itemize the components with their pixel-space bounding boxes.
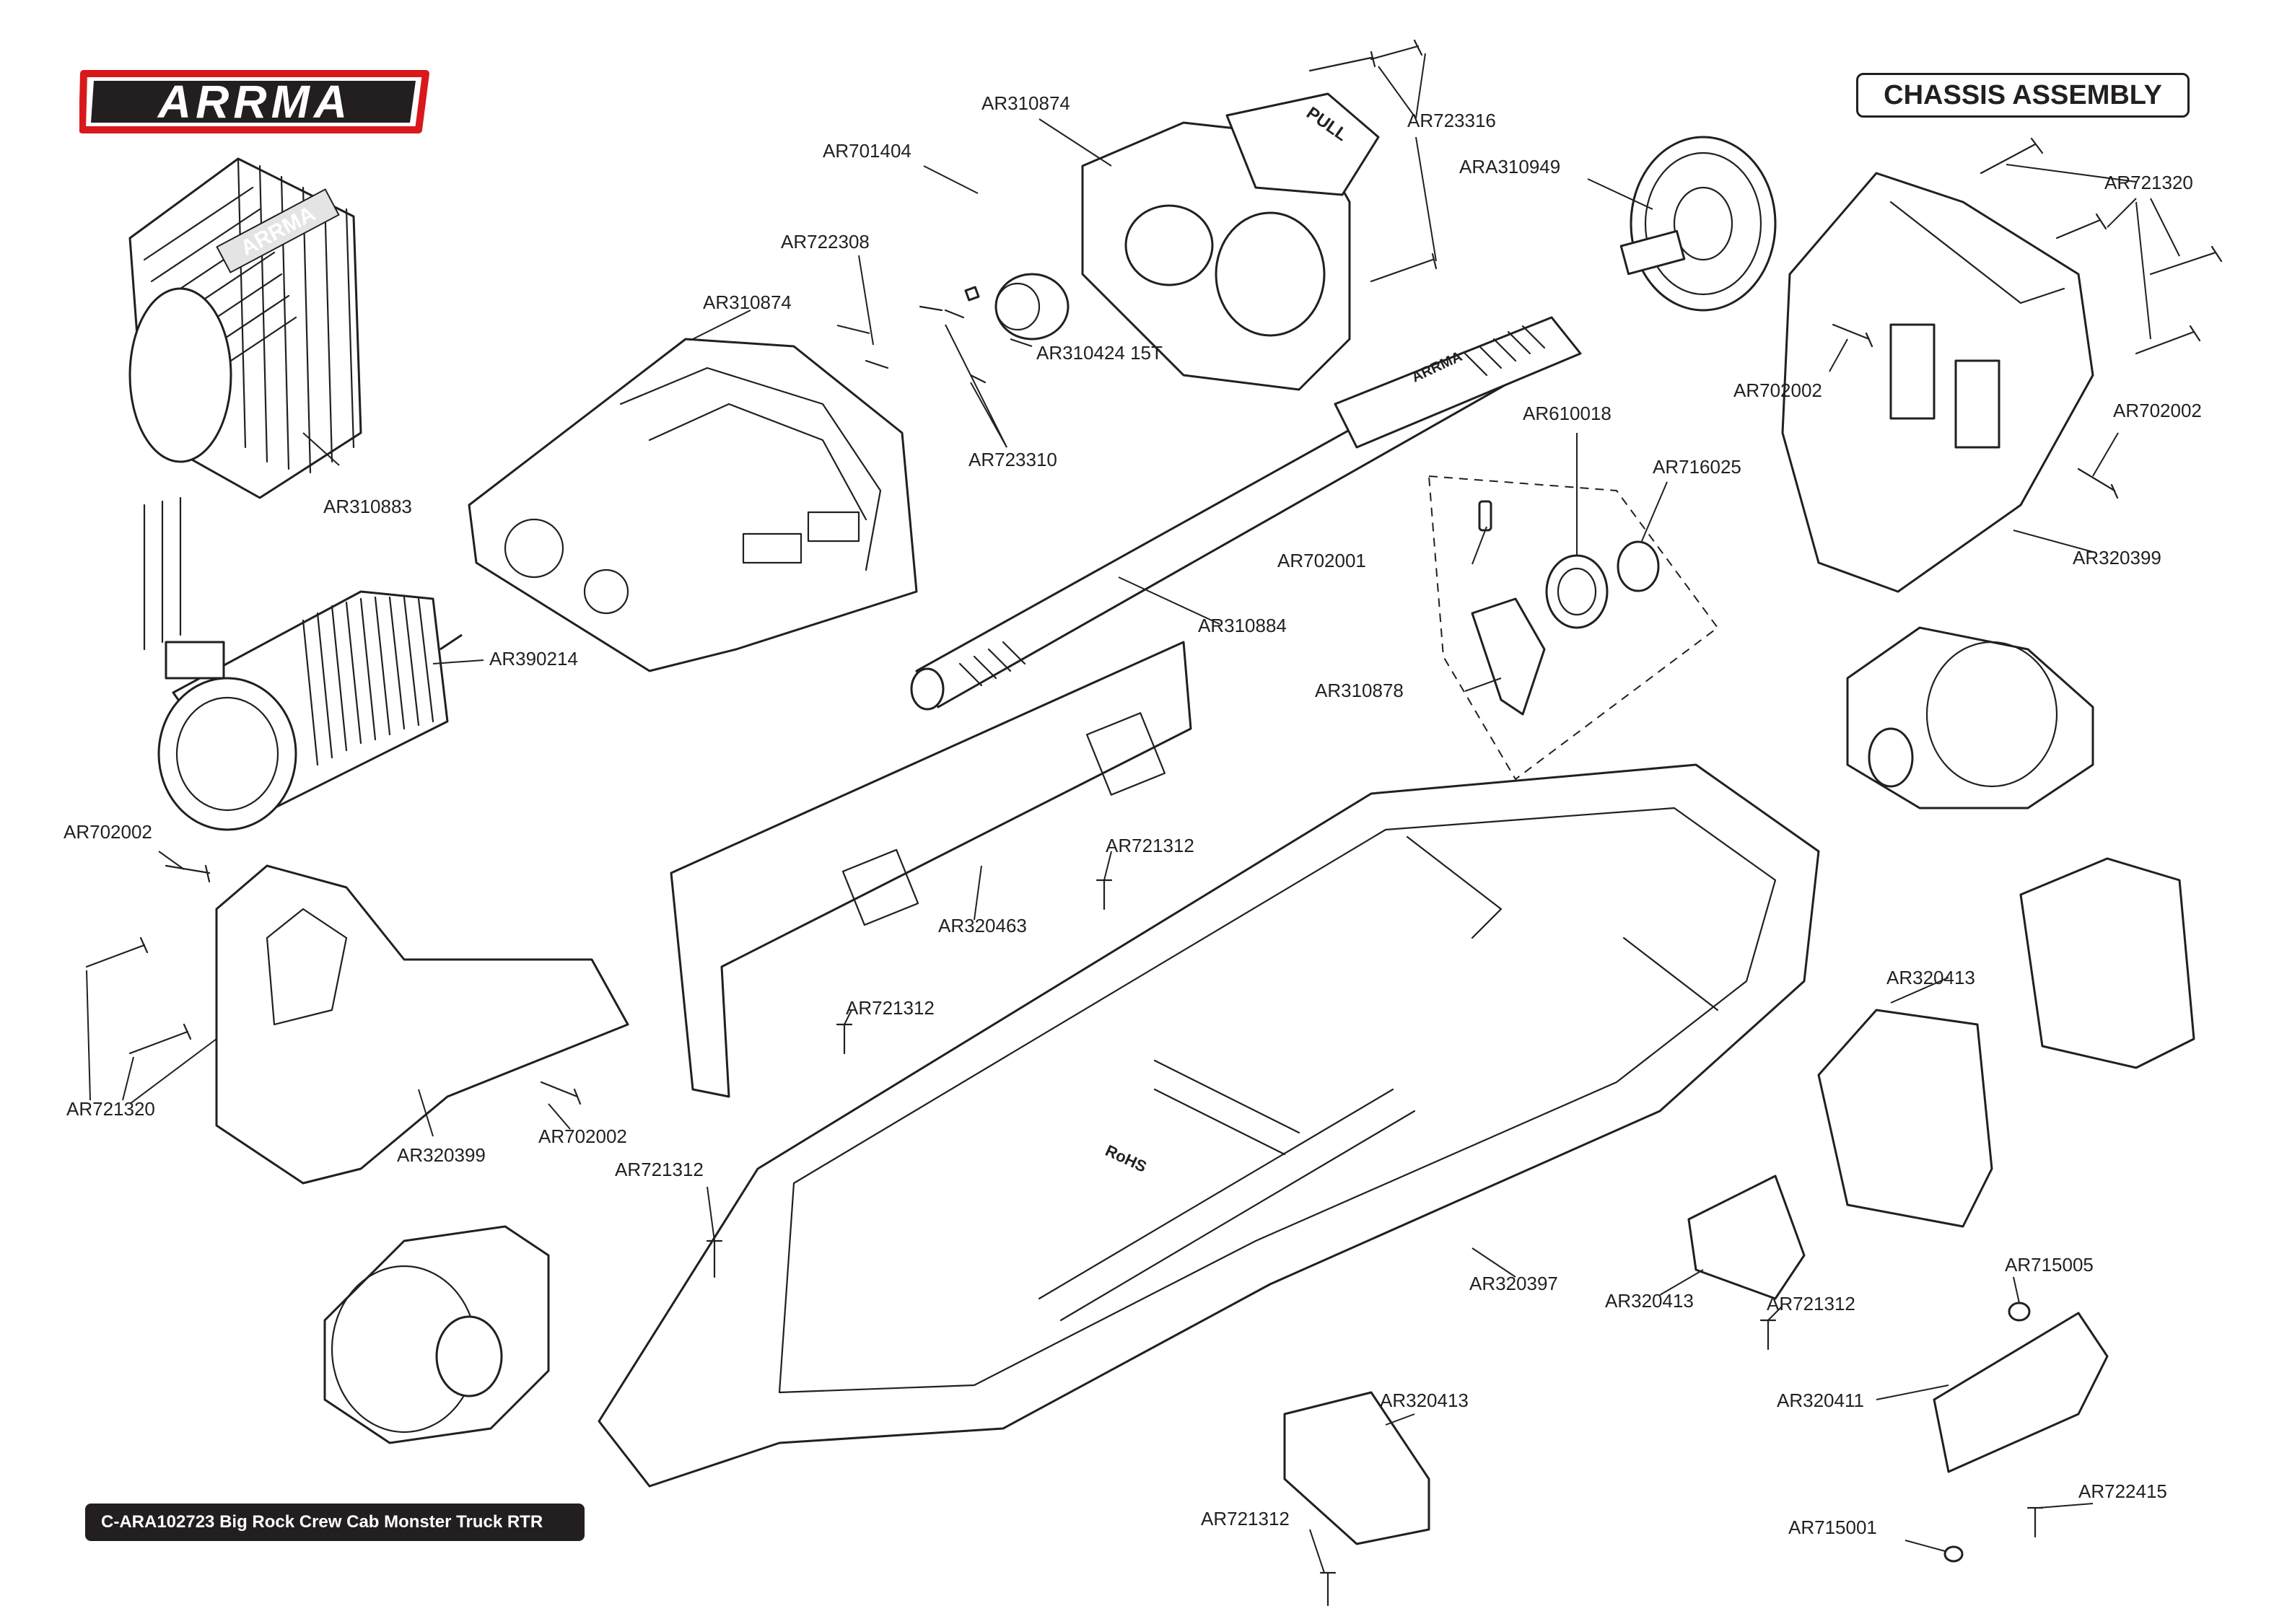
callout-ar320463: AR320463 bbox=[938, 915, 1027, 936]
callout-ar610018: AR610018 bbox=[1523, 403, 1612, 424]
callout-labels: AR723316 AR310874 AR701404 ARA310949 AR7… bbox=[64, 92, 2202, 1538]
rear-differential bbox=[1846, 626, 2094, 809]
callout-ar310874-upper: AR310874 bbox=[981, 92, 1070, 114]
callout-ar715001: AR715001 bbox=[1788, 1517, 1877, 1538]
leader-lines bbox=[86, 53, 2180, 1573]
callout-ar310883: AR310883 bbox=[323, 496, 412, 517]
bearing-seal-group bbox=[1427, 475, 1719, 781]
callout-ar320397: AR320397 bbox=[1469, 1273, 1558, 1294]
callout-ar320399-front: AR320399 bbox=[397, 1144, 486, 1166]
model-footer-text: C-ARA102723 Big Rock Crew Cab Monster Tr… bbox=[101, 1512, 543, 1532]
callout-ar310874-lower: AR310874 bbox=[703, 291, 792, 313]
callout-ar721312-front: AR721312 bbox=[615, 1159, 704, 1180]
callout-ar723316: AR723316 bbox=[1407, 110, 1496, 131]
brand-logo: ARRMA bbox=[79, 63, 430, 136]
callout-ar320413-top: AR320413 bbox=[1886, 967, 1975, 988]
callout-ar310424: AR310424 15T bbox=[1036, 342, 1163, 364]
callout-ar722415: AR722415 bbox=[2078, 1480, 2167, 1502]
pinion-gear bbox=[964, 273, 1070, 341]
section-title: CHASSIS ASSEMBLY bbox=[1884, 79, 2162, 110]
callout-ar702002-front-top: AR702002 bbox=[64, 821, 152, 843]
section-title-box: CHASSIS ASSEMBLY bbox=[1856, 73, 2190, 118]
callout-ar390214: AR390214 bbox=[489, 648, 578, 670]
callout-ar721320-rear: AR721320 bbox=[2104, 172, 2193, 193]
callout-ar701404: AR701404 bbox=[823, 140, 911, 162]
callout-ar721312-wall: AR721312 bbox=[1106, 835, 1194, 856]
callout-ara310949: ARA310949 bbox=[1459, 156, 1560, 177]
main-chassis: RoHS bbox=[598, 763, 1820, 1488]
callout-ar721312-chassis-left: AR721312 bbox=[846, 997, 935, 1019]
model-footer-label: C-ARA102723 Big Rock Crew Cab Monster Tr… bbox=[85, 1504, 585, 1541]
motor-heatsink: ARRMA bbox=[128, 157, 362, 499]
spur-gear-cover: PULL bbox=[1081, 92, 1380, 391]
callout-ar721312-bottom: AR721312 bbox=[1201, 1508, 1290, 1529]
callout-ar702002-front-bottom: AR702002 bbox=[538, 1125, 627, 1147]
spur-gear bbox=[1619, 136, 1777, 312]
callout-ar310884: AR310884 bbox=[1198, 615, 1287, 636]
callout-ar722308: AR722308 bbox=[781, 231, 870, 253]
motor-mount bbox=[468, 338, 918, 672]
receiver-box bbox=[1817, 857, 2195, 1228]
battery-tray-wall bbox=[670, 641, 1192, 1098]
center-driveshaft: ARRMA bbox=[910, 316, 1582, 711]
callout-ar702002-rear-left: AR702002 bbox=[1733, 379, 1822, 401]
callout-ar702002-rear-right: AR702002 bbox=[2113, 400, 2202, 421]
callout-ar721320-front: AR721320 bbox=[66, 1098, 155, 1120]
servo-mount-parts bbox=[1283, 1175, 2109, 1545]
logo-text: ARRMA bbox=[157, 76, 351, 128]
front-differential bbox=[323, 1225, 550, 1444]
front-bulkhead bbox=[215, 864, 629, 1185]
callout-ar702001: AR702001 bbox=[1277, 550, 1366, 571]
callout-ar320399-rear: AR320399 bbox=[2073, 547, 2161, 569]
logo-plate bbox=[91, 81, 416, 123]
callout-ar320413-bottom: AR320413 bbox=[1380, 1390, 1469, 1411]
callout-ar320413-mid: AR320413 bbox=[1605, 1290, 1694, 1312]
callout-ar715005: AR715005 bbox=[2005, 1254, 2094, 1276]
callout-ar723310: AR723310 bbox=[968, 449, 1057, 470]
rear-bulkhead bbox=[1781, 172, 2094, 593]
brushless-motor bbox=[143, 496, 463, 831]
callout-ar716025: AR716025 bbox=[1653, 456, 1741, 478]
callout-ar320411: AR320411 bbox=[1777, 1390, 1864, 1411]
callout-ar310878: AR310878 bbox=[1315, 680, 1404, 701]
callout-ar721312-mid: AR721312 bbox=[1767, 1293, 1855, 1314]
